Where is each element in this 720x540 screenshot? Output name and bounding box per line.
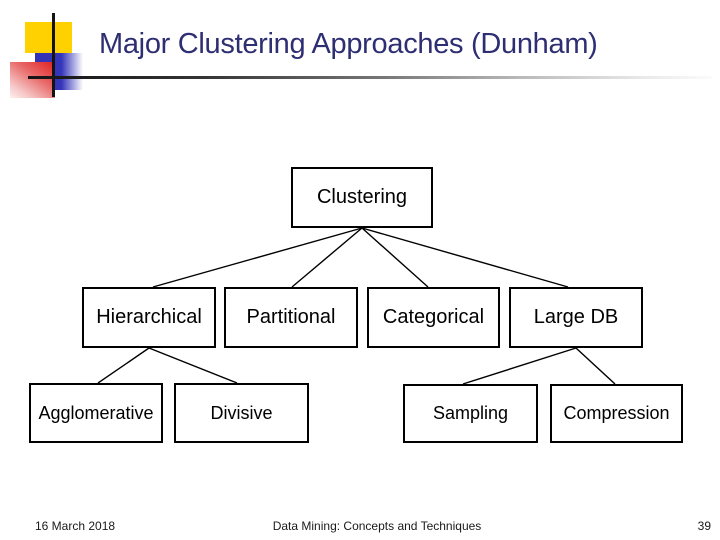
logo-crosshair-vertical-line (52, 13, 55, 97)
node-categorical: Categorical (367, 287, 500, 348)
edge-hierarchical-divisive (148, 347, 238, 384)
footer-page-number: 39 (697, 519, 711, 533)
edge-largedb-compression (575, 347, 616, 385)
logo-yellow-square (25, 22, 72, 53)
node-hierarchical: Hierarchical (82, 287, 216, 348)
logo-red-square (10, 62, 55, 98)
footer-deck-title: Data Mining: Concepts and Techniques (272, 519, 482, 533)
edge-group (97, 227, 616, 385)
node-partitional: Partitional (224, 287, 358, 348)
edge-clustering-categorical (361, 227, 429, 288)
title-divider-rule (28, 76, 712, 79)
node-compression: Compression (550, 384, 683, 443)
edge-largedb-sampling (462, 347, 577, 385)
node-divisive: Divisive (174, 383, 309, 443)
node-large-db: Large DB (509, 287, 643, 348)
node-clustering: Clustering (291, 167, 433, 228)
edge-clustering-partitional (291, 227, 363, 288)
edge-hierarchical-agglomerative (97, 347, 150, 384)
node-agglomerative: Agglomerative (29, 383, 163, 443)
footer-date: 16 March 2018 (35, 519, 116, 533)
node-sampling: Sampling (403, 384, 538, 443)
edge-clustering-largedb (361, 227, 569, 288)
slide-title: Major Clustering Approaches (Dunham) (99, 28, 598, 60)
edge-clustering-hierarchical (152, 227, 363, 288)
